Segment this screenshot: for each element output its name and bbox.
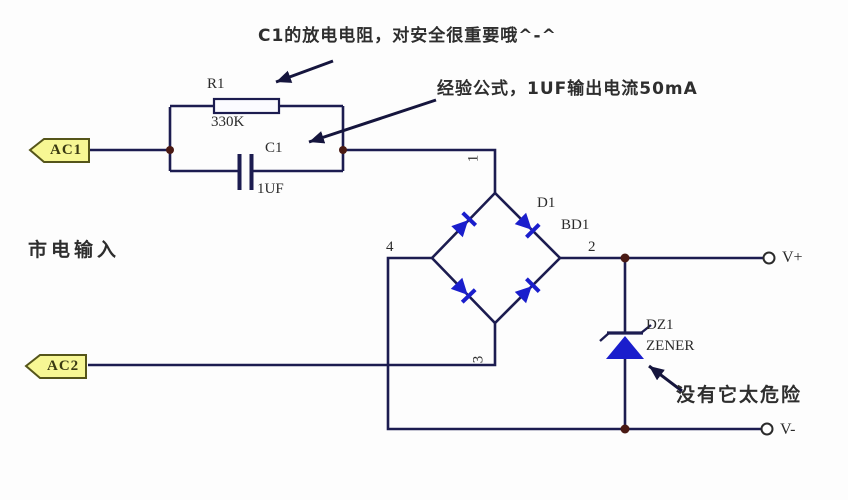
junction-dot-vplus <box>620 253 630 263</box>
annotation-arrows <box>275 59 683 393</box>
junction-dot-vminus <box>620 424 630 434</box>
bridge-diode-top-left <box>451 211 478 238</box>
capacitor-c1-ref-label: C1 <box>265 140 283 156</box>
annotation-danger-note: 没有它太危险 <box>676 384 803 406</box>
resistor-r1-value-label: 330K <box>211 114 245 130</box>
bridge-d1-ref-label: D1 <box>537 195 556 211</box>
annotation-discharge-note: C1的放电电阻，对安全很重要哦^-^ <box>258 26 557 46</box>
bridge-pin2-label: 2 <box>588 239 596 255</box>
terminal-vminus-label: V- <box>780 421 796 438</box>
capacitor-c1-value-label: 1UF <box>257 181 284 197</box>
bridge-pin1-label: 1 <box>465 154 482 163</box>
junction-dot-left <box>166 146 174 154</box>
arrow-to-zener <box>648 364 683 393</box>
bridge-bd1-name-label: BD1 <box>561 217 590 233</box>
wire-ac2-to-pin3 <box>88 323 497 367</box>
zener-dz1-ref-label: DZ1 <box>646 317 674 333</box>
bridge-rectifier-bd1 <box>430 191 562 325</box>
zener-bar-bend-right <box>640 324 652 334</box>
junction-dots <box>166 146 630 434</box>
wire-pin4-to-vminus-rail <box>386 256 762 431</box>
wires <box>88 104 764 431</box>
ac1-connector-label: AC1 <box>50 142 83 158</box>
bridge-diode-bottom-left <box>450 277 477 304</box>
ac2-connector-flag <box>24 354 87 379</box>
ac1-connector-flag <box>28 138 90 163</box>
arrow-to-c1 <box>308 98 437 144</box>
terminal-vminus-circle <box>760 422 774 436</box>
wire-to-bridge-pin1 <box>343 148 497 193</box>
zener-type-label: ZENER <box>646 338 695 354</box>
annotation-mains-input: 市电输入 <box>28 239 121 261</box>
resistor-r1-body <box>212 97 281 115</box>
zener-anode-triangle <box>606 336 644 359</box>
bridge-pin3-label: 3 <box>470 355 487 364</box>
annotation-formula-note: 经验公式，1UF输出电流50mA <box>437 79 698 99</box>
arrow-to-r1 <box>275 59 334 84</box>
resistor-r1-ref-label: R1 <box>207 76 225 92</box>
terminal-vplus-circle <box>762 251 776 265</box>
junction-dot-right <box>339 146 347 154</box>
capacitor-plate-left <box>237 154 242 190</box>
zener-bar-bend-left <box>599 332 610 342</box>
ac2-connector-label: AC2 <box>47 358 80 374</box>
capacitor-c1-plates <box>237 154 254 190</box>
bridge-pin4-label: 4 <box>386 239 394 255</box>
terminal-vplus-label: V+ <box>782 249 803 266</box>
bridge-diamond <box>430 191 562 325</box>
zener-diode-dz1 <box>599 324 652 359</box>
capacitor-plate-right <box>249 154 254 190</box>
